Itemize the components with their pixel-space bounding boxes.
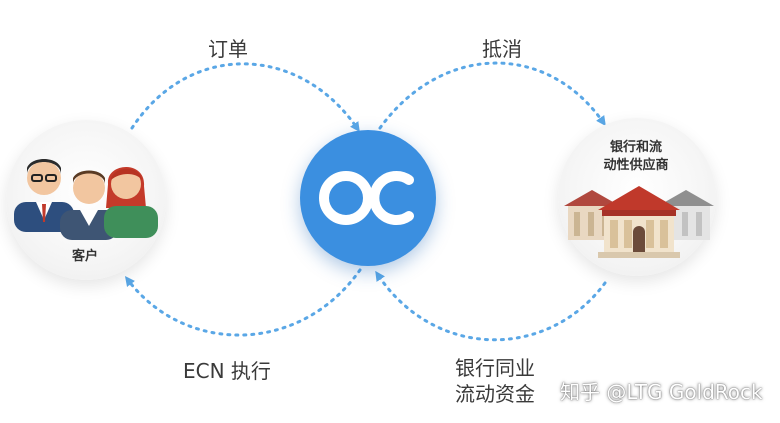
banks-label: 银行和流 动性供应商 (596, 139, 676, 175)
interbank-liquidity-label: 银行同业 流动资金 (455, 355, 535, 407)
arrow-order (130, 62, 360, 133)
watermark-text: 知乎 @LTG GoldRock (560, 380, 763, 404)
arrow-interbank-liquidity (375, 270, 607, 342)
ecn-execution-label: ECN 执行 (183, 359, 271, 383)
interbank-line-2: 流动资金 (455, 382, 535, 406)
arrow-ecn-execution (124, 268, 362, 337)
oc-logo-circle (300, 130, 436, 266)
oc-logo-icon (319, 171, 414, 225)
clients-label: 客户 (72, 249, 99, 264)
clients-people-icon (14, 159, 158, 240)
offset-label: 抵消 (482, 37, 522, 61)
bank-buildings-icon (564, 186, 714, 258)
arrow-offset (378, 61, 606, 130)
banks-label-line-1: 银行和流 (609, 140, 662, 155)
order-label: 订单 (208, 37, 248, 61)
banks-label-line-2: 动性供应商 (603, 158, 669, 173)
interbank-line-1: 银行同业 (455, 356, 535, 380)
